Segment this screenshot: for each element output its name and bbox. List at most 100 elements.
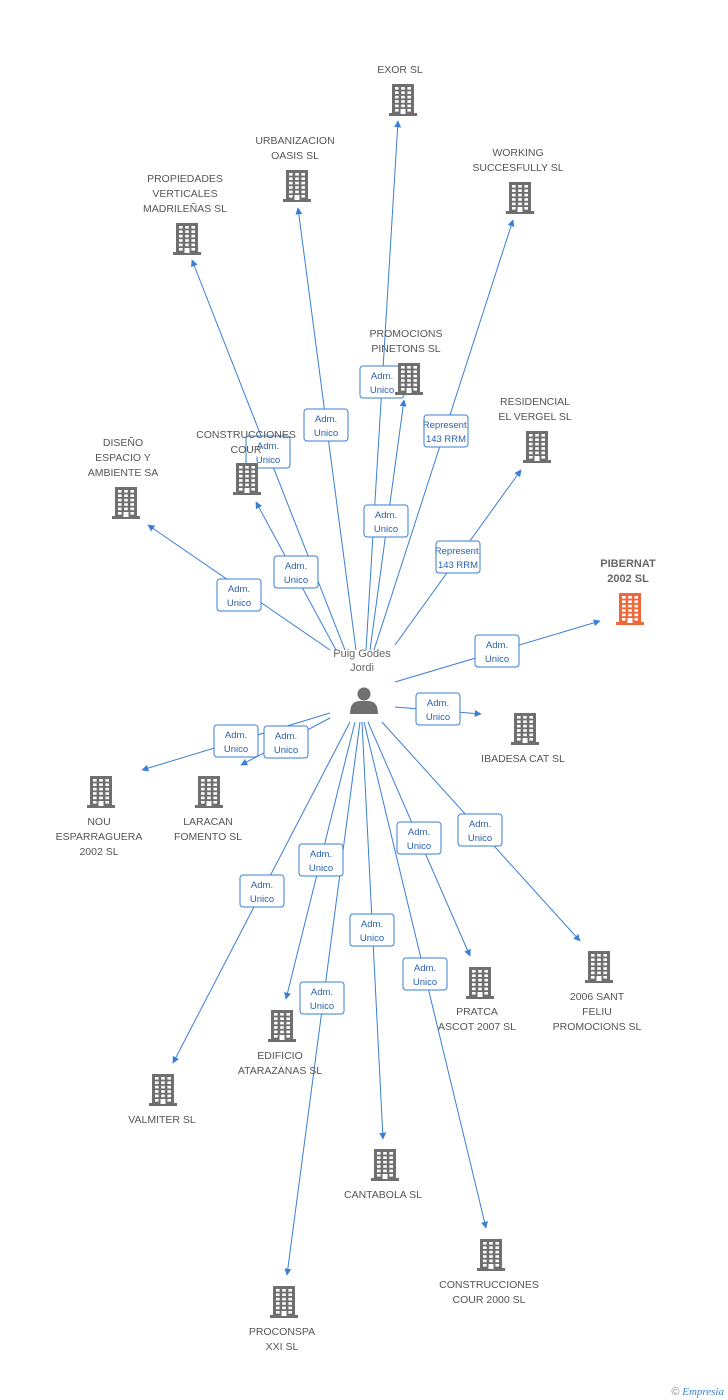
relation-label-promocions[interactable]: Adm.Unico	[363, 504, 409, 538]
relation-label-text: Unico	[284, 575, 308, 586]
company-label: 2002 SL	[79, 846, 118, 858]
company-node-residencial[interactable]: RESIDENCIAL EL VERGEL SL	[498, 396, 572, 463]
relation-label-box	[402, 957, 448, 991]
relation-label-text: Adm.	[486, 640, 508, 651]
relation-label-box	[298, 843, 344, 877]
relation-label-text: Adm.	[315, 414, 337, 425]
center-name-line1: Puig Godes	[333, 648, 391, 660]
relation-label-text: Unico	[407, 841, 431, 852]
company-label: OASIS SL	[271, 150, 319, 162]
relation-label-text: Represent.	[435, 546, 481, 557]
relation-label-edificio[interactable]: Adm. Unico	[298, 843, 344, 877]
company-label: PROMOCIONS SL	[553, 1021, 642, 1033]
relation-label-text: Unico	[468, 833, 492, 844]
company-label: RESIDENCIAL	[500, 396, 570, 408]
relation-label-valmiter[interactable]: Adm. Unico	[239, 874, 285, 908]
relation-label-text: Unico	[250, 894, 274, 905]
relation-label-box	[435, 540, 481, 574]
building-icon	[112, 487, 140, 519]
relation-label-box	[349, 913, 395, 947]
relation-label-text: Unico	[426, 712, 450, 723]
relation-label-text: Unico	[370, 385, 394, 396]
relation-label-ibadesa[interactable]: Adm.Unico	[415, 692, 461, 726]
building-icon	[389, 84, 417, 116]
building-icon	[511, 713, 539, 745]
relation-label-cour2000[interactable]: Adm.Unico	[402, 957, 448, 991]
company-label: CONSTRUCCIONES	[439, 1279, 539, 1291]
company-node-ibadesa[interactable]: IBADESA CAT SL	[481, 713, 565, 765]
company-node-exor[interactable]: EXOR SL	[377, 64, 423, 116]
building-icon	[87, 776, 115, 808]
relation-label-box	[213, 724, 259, 758]
relation-label-nou[interactable]: Adm.Unico	[213, 724, 259, 758]
relation-label-text: Adm.	[275, 731, 297, 742]
company-label: LARACAN	[183, 816, 233, 828]
relation-label-box	[299, 981, 345, 1015]
relation-label-text: Unico	[309, 863, 333, 874]
company-node-cantabola[interactable]: CANTABOLA SL	[344, 1149, 422, 1201]
relation-label-pibernat[interactable]: Adm.Unico	[474, 634, 520, 668]
relation-label-construcciones-cour[interactable]: Adm.Unico	[273, 555, 319, 589]
building-icon	[466, 967, 494, 999]
relation-label-text: Unico	[314, 428, 338, 439]
relation-label-diseno[interactable]: Adm.Unico	[216, 578, 262, 612]
company-node-cour2000[interactable]: CONSTRUCCIONES COUR 2000 SL	[439, 1239, 539, 1306]
relation-label-text: Unico	[374, 524, 398, 535]
company-label: EXOR SL	[377, 64, 423, 76]
company-node-valmiter[interactable]: VALMITER SL	[128, 1074, 196, 1126]
company-label: PROPIEDADES	[147, 173, 223, 185]
relation-label-text: Adm.	[228, 584, 250, 595]
relation-label-text: Unico	[360, 933, 384, 944]
relation-label-residencial[interactable]: Represent. 143 RRM	[435, 540, 481, 574]
relation-label-text: Unico	[256, 455, 280, 466]
relation-label-working[interactable]: Represent.143 RRM	[423, 414, 469, 448]
building-icon	[585, 951, 613, 983]
relation-label-text: Unico	[274, 745, 298, 756]
relation-label-pratca[interactable]: Adm.Unico	[396, 821, 442, 855]
relation-label-text: Adm.	[251, 880, 273, 891]
relation-label-box	[396, 821, 442, 855]
building-icon	[270, 1286, 298, 1318]
company-label: WORKING	[492, 147, 543, 159]
company-label: ESPACIO Y	[95, 452, 151, 464]
relation-label-proconspa[interactable]: Adm.Unico	[299, 981, 345, 1015]
company-label: 2002 SL	[607, 573, 649, 585]
relation-label-text: Adm.	[310, 849, 332, 860]
relation-label-box	[239, 874, 285, 908]
company-label: COUR 2000 SL	[453, 1294, 526, 1306]
company-label: VERTICALES	[152, 188, 217, 200]
building-icon	[616, 593, 644, 625]
relation-label-text: Represent.	[423, 420, 469, 431]
company-label: AMBIENTE SA	[88, 467, 159, 479]
relation-label-text: 143 RRM	[438, 560, 478, 571]
relation-label-cantabola[interactable]: Adm.Unico	[349, 913, 395, 947]
relation-label-box	[303, 408, 349, 442]
relation-label-exor[interactable]: Adm.Unico	[359, 365, 405, 399]
building-icon	[506, 182, 534, 214]
empresia-credit[interactable]: © Empresia	[671, 1386, 724, 1398]
relation-label-laracan[interactable]: Adm. Unico	[263, 725, 309, 759]
company-label: CANTABOLA SL	[344, 1189, 422, 1201]
center-person[interactable]: Puig Godes Jordi	[333, 648, 391, 714]
relation-label-sant-feliu[interactable]: Adm.Unico	[457, 813, 503, 847]
relation-label-box	[216, 578, 262, 612]
relation-label-urbanizacion[interactable]: Adm. Unico	[303, 408, 349, 442]
relation-label-propiedades[interactable]: Adm.Unico	[245, 435, 291, 469]
building-icon	[233, 463, 261, 495]
relation-label-box	[245, 435, 291, 469]
company-label: EL VERGEL SL	[498, 411, 572, 423]
